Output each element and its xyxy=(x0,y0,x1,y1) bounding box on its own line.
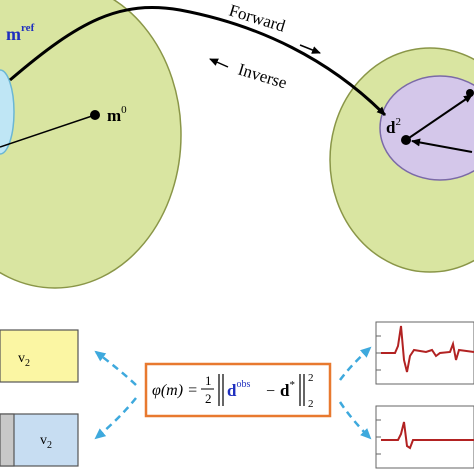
dashed-arrows xyxy=(94,346,372,440)
panel-bottom-gray xyxy=(0,413,15,467)
trace-panel-bottom xyxy=(375,405,474,469)
inverse-arrow xyxy=(209,58,229,68)
forward-curve xyxy=(9,6,387,117)
trace-bottom-waveform xyxy=(381,421,474,450)
model-panel-top: v2 xyxy=(0,329,79,383)
data-region xyxy=(379,75,474,181)
model-space: m0 mref xyxy=(0,0,182,289)
half-numerator: 1 xyxy=(205,373,212,388)
forward-arrow xyxy=(299,44,321,54)
m0-point xyxy=(90,110,100,120)
arrow-to-top-trace xyxy=(339,346,372,381)
d2-arrow-lower xyxy=(411,138,473,153)
panel-bottom-label: v2 xyxy=(40,433,52,451)
norm-exponent: 2 xyxy=(308,372,314,384)
d-star: d* xyxy=(280,379,295,400)
inverse-label: Inverse xyxy=(236,60,289,93)
phi-text: φ(m) = xyxy=(152,382,198,399)
panel-top-label: v2 xyxy=(18,351,30,369)
d-obs: dobs xyxy=(227,379,250,400)
arrow-to-bottom-trace xyxy=(338,401,372,440)
d2-label: d2 xyxy=(386,116,401,137)
half-denominator: 2 xyxy=(205,391,212,406)
trace-panel-top xyxy=(375,321,474,385)
objective-function: φ(m) = 1 2 dobs − d* 2 2 xyxy=(144,362,332,418)
trace-top-waveform xyxy=(381,325,474,373)
m0-label: m0 xyxy=(107,104,127,125)
model-space-ellipse xyxy=(0,0,182,289)
reference-region xyxy=(0,69,15,155)
d2-arrow-upper xyxy=(405,94,473,141)
objective-box xyxy=(144,362,332,418)
trace-bottom-frame xyxy=(375,405,474,469)
m0-connector xyxy=(0,114,96,148)
m-ref-label: mref xyxy=(6,22,35,44)
model-panel-bottom: v2 xyxy=(0,413,79,467)
norm-subscript: 2 xyxy=(308,398,314,410)
data-space: d2 xyxy=(329,47,474,273)
data-point-right xyxy=(466,89,474,97)
panel-top-fill xyxy=(0,329,79,383)
arrow-to-top-panel xyxy=(94,350,137,386)
minus-sign: − xyxy=(266,383,275,400)
arrow-to-bottom-panel xyxy=(94,397,137,440)
